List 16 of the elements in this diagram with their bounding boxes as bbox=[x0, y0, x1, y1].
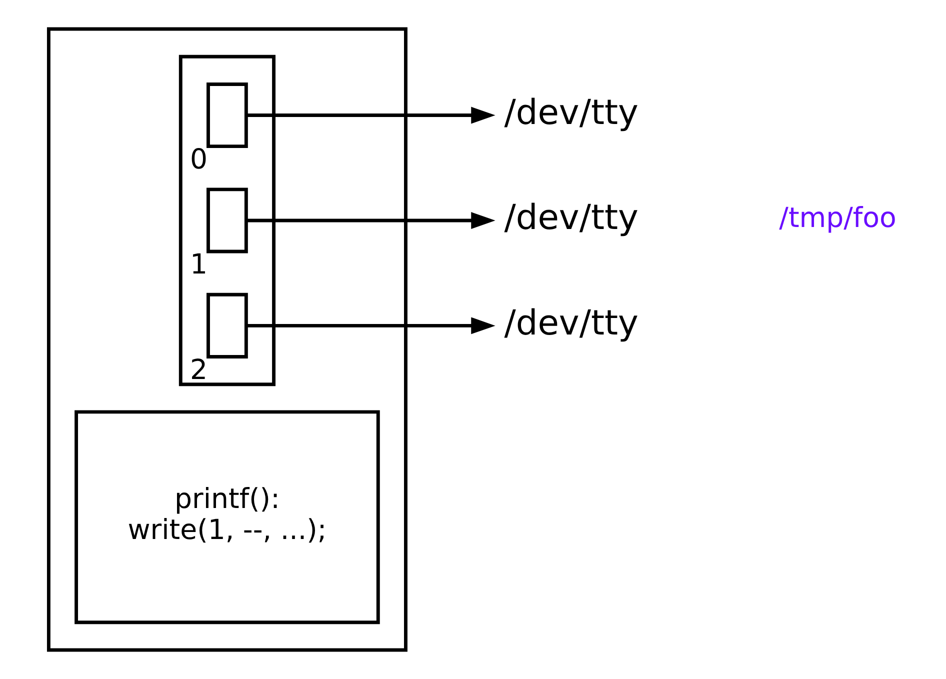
cluster bbox=[178, 54, 276, 386]
node-text: /tmp/foo bbox=[779, 201, 896, 234]
arrow bbox=[246, 212, 496, 229]
arrow bbox=[246, 317, 496, 334]
node-box bbox=[206, 292, 248, 358]
node-text: /dev/tty bbox=[504, 92, 638, 133]
node-label: 1 bbox=[190, 248, 208, 281]
arrow bbox=[246, 106, 496, 124]
node-text: /dev/tty bbox=[504, 303, 638, 344]
cluster bbox=[46, 27, 408, 652]
node-box bbox=[206, 82, 248, 148]
node-box: printf(): write(1, --, ...); bbox=[74, 410, 380, 624]
node-text: /dev/tty bbox=[504, 198, 638, 238]
node-label: 0 bbox=[190, 142, 208, 176]
node-box bbox=[206, 188, 248, 254]
node-label: 2 bbox=[190, 352, 208, 386]
